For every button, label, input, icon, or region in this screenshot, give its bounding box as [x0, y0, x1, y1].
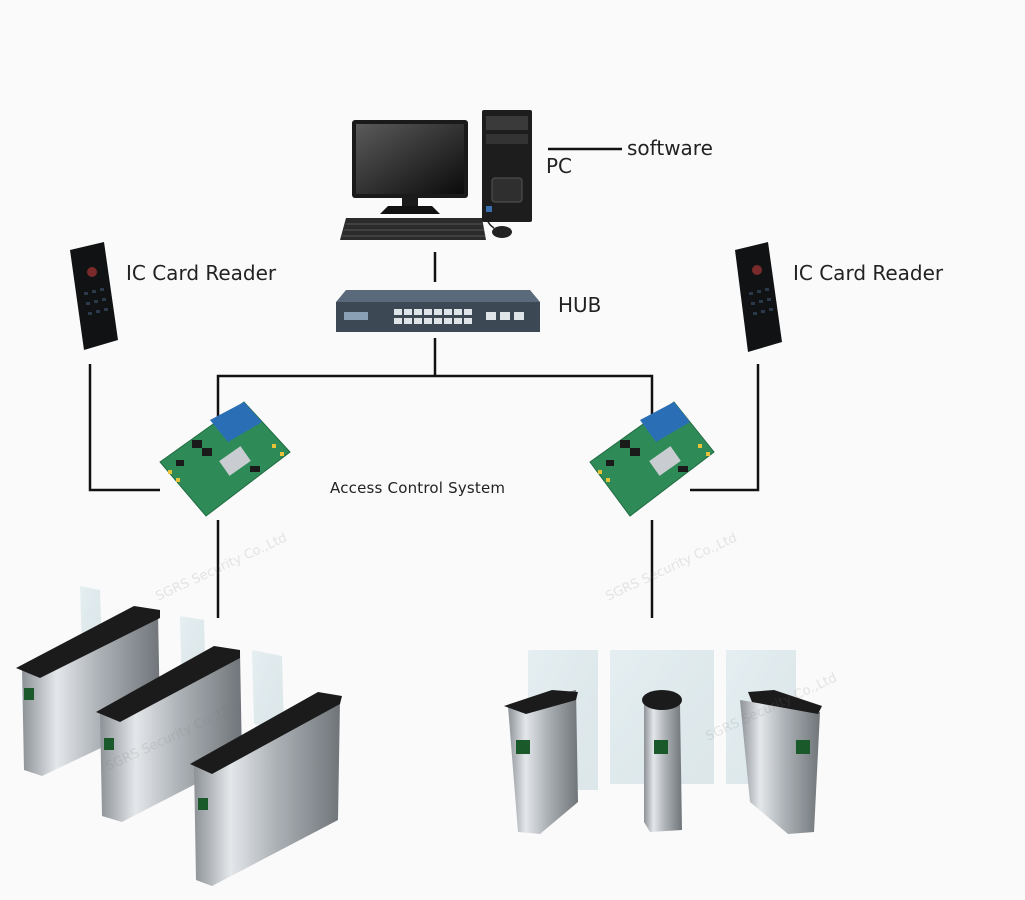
software-label: software: [627, 136, 713, 160]
card-reader-left-label: IC Card Reader: [126, 261, 277, 285]
pc-tower: [482, 110, 532, 222]
controller-board-right: [589, 401, 715, 517]
hub-switch: [336, 290, 540, 332]
connection-lines: [88, 147, 760, 618]
turnstile-group-right: [504, 650, 822, 834]
card-reader-left: [70, 242, 118, 350]
pc-label: PC: [546, 154, 573, 178]
pc-keyboard: [340, 218, 486, 240]
turnstile-group-left: [16, 586, 342, 886]
access-control-label: Access Control System: [330, 479, 506, 497]
controller-board-left: [159, 401, 291, 517]
card-reader-right: [735, 242, 782, 352]
hub-ports: [394, 309, 524, 324]
hub-label: HUB: [558, 293, 602, 317]
card-reader-right-label: IC Card Reader: [793, 261, 944, 285]
pc-monitor: [352, 120, 468, 214]
